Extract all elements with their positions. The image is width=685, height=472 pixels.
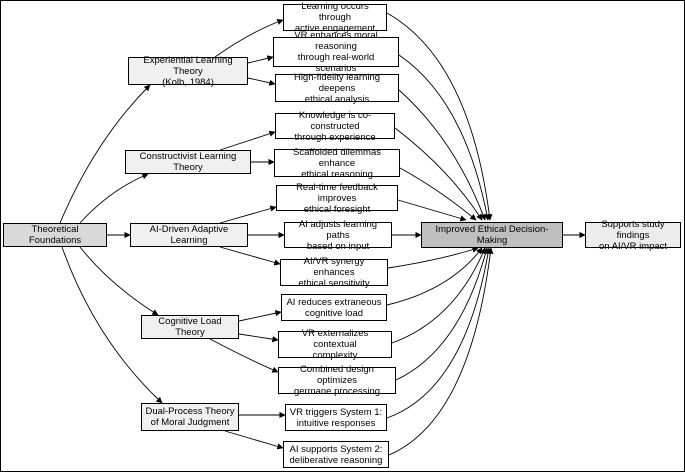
edge-l4-out	[394, 127, 483, 221]
edge-l1-out	[386, 12, 493, 221]
node-leaf-1: Learning occurs through active engagemen…	[283, 1, 387, 34]
edge-ai-l6	[219, 205, 277, 224]
edge-cog-l11	[209, 338, 279, 373]
edge-l6-out	[397, 199, 467, 222]
edge-root-constructivist	[79, 173, 149, 224]
edge-exp-l3	[247, 77, 276, 86]
edge-l12-out	[386, 247, 492, 419]
edge-l9-out	[386, 247, 483, 306]
node-leaf-10: VR externalizes contextual complexity	[278, 328, 392, 361]
node-experiential: Experiential Learning Theory (Kolb, 1984…	[128, 55, 248, 88]
node-leaf-13: AI supports System 2: deliberative reaso…	[283, 441, 389, 468]
edge-exp-l1	[214, 18, 284, 58]
node-leaf-7: AI adjusts learning paths based on input	[284, 219, 392, 252]
node-leaf-4: Knowledge is co-constructed through expe…	[275, 110, 395, 143]
edge-root-experiential	[59, 84, 151, 224]
edge-root-cognitive	[79, 246, 159, 316]
edge-l10-out	[391, 247, 486, 344]
node-leaf-11: Combined design optimizes germane proces…	[278, 364, 396, 397]
edge-l8-out	[387, 246, 479, 269]
node-leaf-3: High-fidelity learning deepens ethical a…	[275, 72, 399, 105]
edge-ai-l8	[219, 246, 281, 266]
node-leaf-2: VR enhances moral reasoning through real…	[273, 30, 399, 74]
edge-l13-out	[388, 247, 494, 456]
node-constructivist: Constructivist Learning Theory	[125, 150, 251, 174]
node-leaf-6: Real-time feedback improves ethical fore…	[276, 182, 398, 215]
node-final: Supports study findings on AI/VR impact	[585, 219, 681, 252]
node-ai-adaptive: AI-Driven Adaptive Learning	[130, 223, 248, 247]
node-leaf-5: Scaffolded dilemmas enhance ethical reas…	[274, 147, 400, 180]
edge-cog-l10	[238, 333, 279, 343]
node-leaf-9: AI reduces extraneous cognitive load	[281, 294, 387, 321]
edge-exp-l2	[247, 55, 274, 64]
node-cognitive-load: Cognitive Load Theory	[141, 315, 239, 339]
node-outcome: Improved Ethical Decision-Making	[421, 222, 563, 248]
node-dual-process: Dual-Process Theory of Moral Judgment	[141, 403, 239, 431]
edge-l2-out	[398, 54, 491, 221]
edge-l3-out	[398, 89, 486, 221]
edge-root-dual	[61, 246, 163, 404]
node-leaf-12: VR triggers System 1: intuitive response…	[285, 404, 387, 431]
edge-con-l4	[219, 130, 276, 151]
edge-l11-out	[395, 247, 489, 381]
node-root: Theoretical Foundations	[3, 223, 107, 247]
edge-l5-out	[399, 167, 477, 221]
node-leaf-8: AI/VR synergy enhances ethical sensitivi…	[280, 256, 388, 289]
edge-cog-l9	[238, 310, 282, 322]
edge-dual-l13	[224, 430, 284, 450]
